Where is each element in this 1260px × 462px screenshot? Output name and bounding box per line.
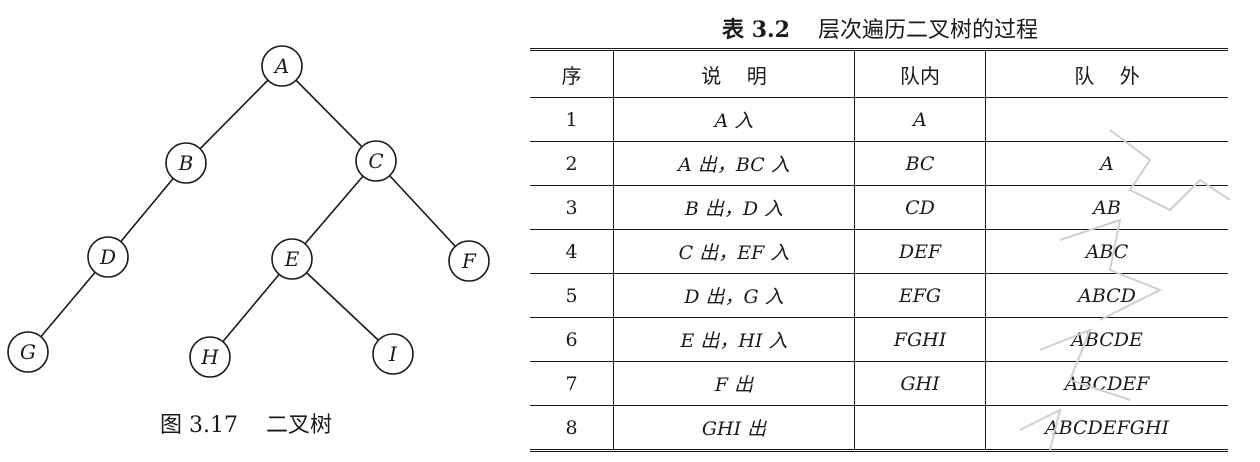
cell-in-queue: CD: [854, 185, 986, 230]
cell-in-queue: A: [854, 97, 986, 142]
cell-seq: 5: [530, 273, 614, 318]
cell-description: A 出，BC 入: [613, 141, 855, 186]
header-in-queue: 队内: [854, 49, 986, 98]
cell-in-queue: DEF: [854, 229, 986, 274]
edge-a-b: [185, 65, 283, 164]
tree-node-e: E: [271, 238, 313, 280]
node-label: F: [461, 249, 477, 273]
node-label: D: [99, 245, 116, 269]
edge-c-f: [375, 160, 470, 262]
cell-seq: 8: [530, 405, 614, 451]
tree-node-d: D: [87, 236, 129, 278]
tree-node-c: C: [355, 140, 397, 182]
header-out-queue: 队 外: [985, 49, 1228, 98]
tree-node-i: I: [372, 333, 414, 375]
node-label: I: [388, 342, 398, 366]
cell-seq: 2: [530, 141, 614, 186]
cell-description: D 出，G 入: [613, 273, 855, 318]
node-label: H: [200, 345, 219, 369]
cell-seq: 4: [530, 229, 614, 274]
table-row: 8 GHI 出 ABCDEFGHI: [530, 405, 1228, 451]
cell-seq: 1: [530, 97, 614, 142]
cell-description: GHI 出: [613, 405, 855, 451]
binary-tree-diagram: A B C D E F G H I: [7, 45, 490, 378]
node-label: A: [273, 54, 289, 78]
cell-out-queue: [985, 97, 1228, 142]
cell-out-queue: A: [985, 141, 1228, 186]
cell-in-queue: BC: [854, 141, 986, 186]
table-number: 表 3.2: [722, 17, 790, 43]
header-seq: 序: [530, 49, 614, 98]
cell-in-queue: FGHI: [854, 317, 986, 362]
cell-in-queue: [854, 405, 986, 451]
cell-out-queue: ABCDEF: [985, 361, 1228, 406]
tree-node-b: B: [165, 142, 207, 184]
edge-e-h: [209, 258, 293, 358]
tree-node-f: F: [448, 240, 490, 282]
cell-in-queue: GHI: [854, 361, 986, 406]
cell-description: F 出: [613, 361, 855, 406]
header-description: 说 明: [613, 49, 855, 98]
cell-in-queue: EFG: [854, 273, 986, 318]
edge-c-e: [291, 160, 377, 260]
table-row: 2 A 出，BC 入 BC A: [530, 141, 1228, 186]
cell-out-queue: ABCD: [985, 273, 1228, 318]
tree-node-g: G: [7, 331, 49, 373]
table-row: 3 B 出，D 入 CD AB: [530, 185, 1228, 230]
table-title-text: 层次遍历二叉树的过程: [817, 18, 1038, 43]
table-row: 1 A 入 A: [530, 97, 1228, 142]
table-header-row: 序 说 明 队内 队 外: [530, 49, 1228, 98]
cell-description: E 出，HI 入: [613, 317, 855, 362]
edge-a-c: [281, 65, 377, 162]
node-label: B: [178, 151, 194, 175]
node-label: E: [284, 247, 300, 271]
cell-seq: 7: [530, 361, 614, 406]
table-row: 6 E 出，HI 入 FGHI ABCDE: [530, 317, 1228, 362]
node-label: C: [368, 149, 383, 173]
node-label: G: [20, 340, 36, 364]
table-row: 4 C 出，EF 入 DEF ABC: [530, 229, 1228, 274]
tree-node-a: A: [261, 45, 303, 87]
table-row: 7 F 出 GHI ABCDEF: [530, 361, 1228, 406]
table-row: 5 D 出，G 入 EFG ABCD: [530, 273, 1228, 318]
cell-out-queue: AB: [985, 185, 1228, 230]
edge-e-i: [291, 258, 394, 355]
cell-seq: 6: [530, 317, 614, 362]
cell-out-queue: ABCDEFGHI: [985, 405, 1228, 451]
figure-caption: 图 3.17 二叉树: [160, 413, 332, 438]
cell-seq: 3: [530, 185, 614, 230]
tree-node-h: H: [189, 336, 231, 378]
cell-description: B 出，D 入: [613, 185, 855, 230]
table-title: 表 3.2 层次遍历二叉树的过程: [530, 12, 1230, 44]
cell-description: C 出，EF 入: [613, 229, 855, 274]
cell-description: A 入: [613, 97, 855, 142]
traversal-table: 序 说 明 队内 队 外 1 A 入 A 2 A 出，BC 入 BC A 3 B…: [530, 48, 1228, 452]
cell-out-queue: ABC: [985, 229, 1228, 274]
tree-edges: [27, 65, 470, 358]
cell-out-queue: ABCDE: [985, 317, 1228, 362]
